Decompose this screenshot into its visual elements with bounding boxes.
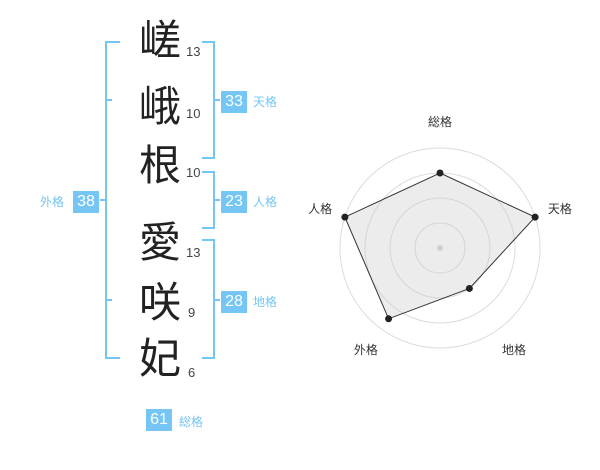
tenkaku-value: 33 xyxy=(221,91,247,113)
gaikaku-label: 外格 xyxy=(40,195,65,209)
radar-ring-1 xyxy=(414,222,466,274)
tenkaku-label: 天格 xyxy=(253,95,278,109)
surname-char-2: 峨 xyxy=(138,82,181,131)
radar-center xyxy=(437,245,443,251)
radar-axis-label-3: 地格 xyxy=(502,342,526,357)
radar-axis-label-2: 天格 xyxy=(548,201,572,216)
soukaku-label: 総格 xyxy=(179,415,204,429)
surname-char-1: 嵯 xyxy=(138,16,181,65)
surname-strokes-1: 13 xyxy=(186,44,201,59)
gaikaku-value: 38 xyxy=(73,191,99,213)
given-strokes-3: 6 xyxy=(188,365,196,380)
surname-char-3: 根 xyxy=(138,141,181,190)
jinkaku-label: 人格 xyxy=(253,195,278,209)
surname-strokes-3: 10 xyxy=(186,165,201,180)
radar-axis-label-4: 外格 xyxy=(354,342,378,357)
given-strokes-1: 13 xyxy=(186,245,201,260)
jinkaku-value: 23 xyxy=(221,191,247,213)
given-strokes-2: 9 xyxy=(188,305,196,320)
given-char-3: 妃 xyxy=(138,334,181,383)
gaikaku-bracket-inner-ticks xyxy=(106,99,112,301)
radar-ring-4 xyxy=(339,147,541,349)
given-char-1: 愛 xyxy=(138,218,181,267)
radar-point-5 xyxy=(341,213,349,221)
radar-point-2 xyxy=(531,213,539,221)
radar-point-4 xyxy=(385,315,393,323)
chikaku-label: 地格 xyxy=(253,295,278,309)
radar-axis-label-5: 人格 xyxy=(308,201,332,216)
given-char-2: 咲 xyxy=(138,278,181,327)
soukaku-value: 61 xyxy=(146,409,172,431)
radar-point-3 xyxy=(465,284,473,292)
radar-ring-2 xyxy=(389,197,491,299)
radar-point-1 xyxy=(436,169,444,177)
chikaku-value: 28 xyxy=(221,291,247,313)
radar-axis-label-1: 総格 xyxy=(428,114,452,129)
surname-strokes-2: 10 xyxy=(186,106,201,121)
